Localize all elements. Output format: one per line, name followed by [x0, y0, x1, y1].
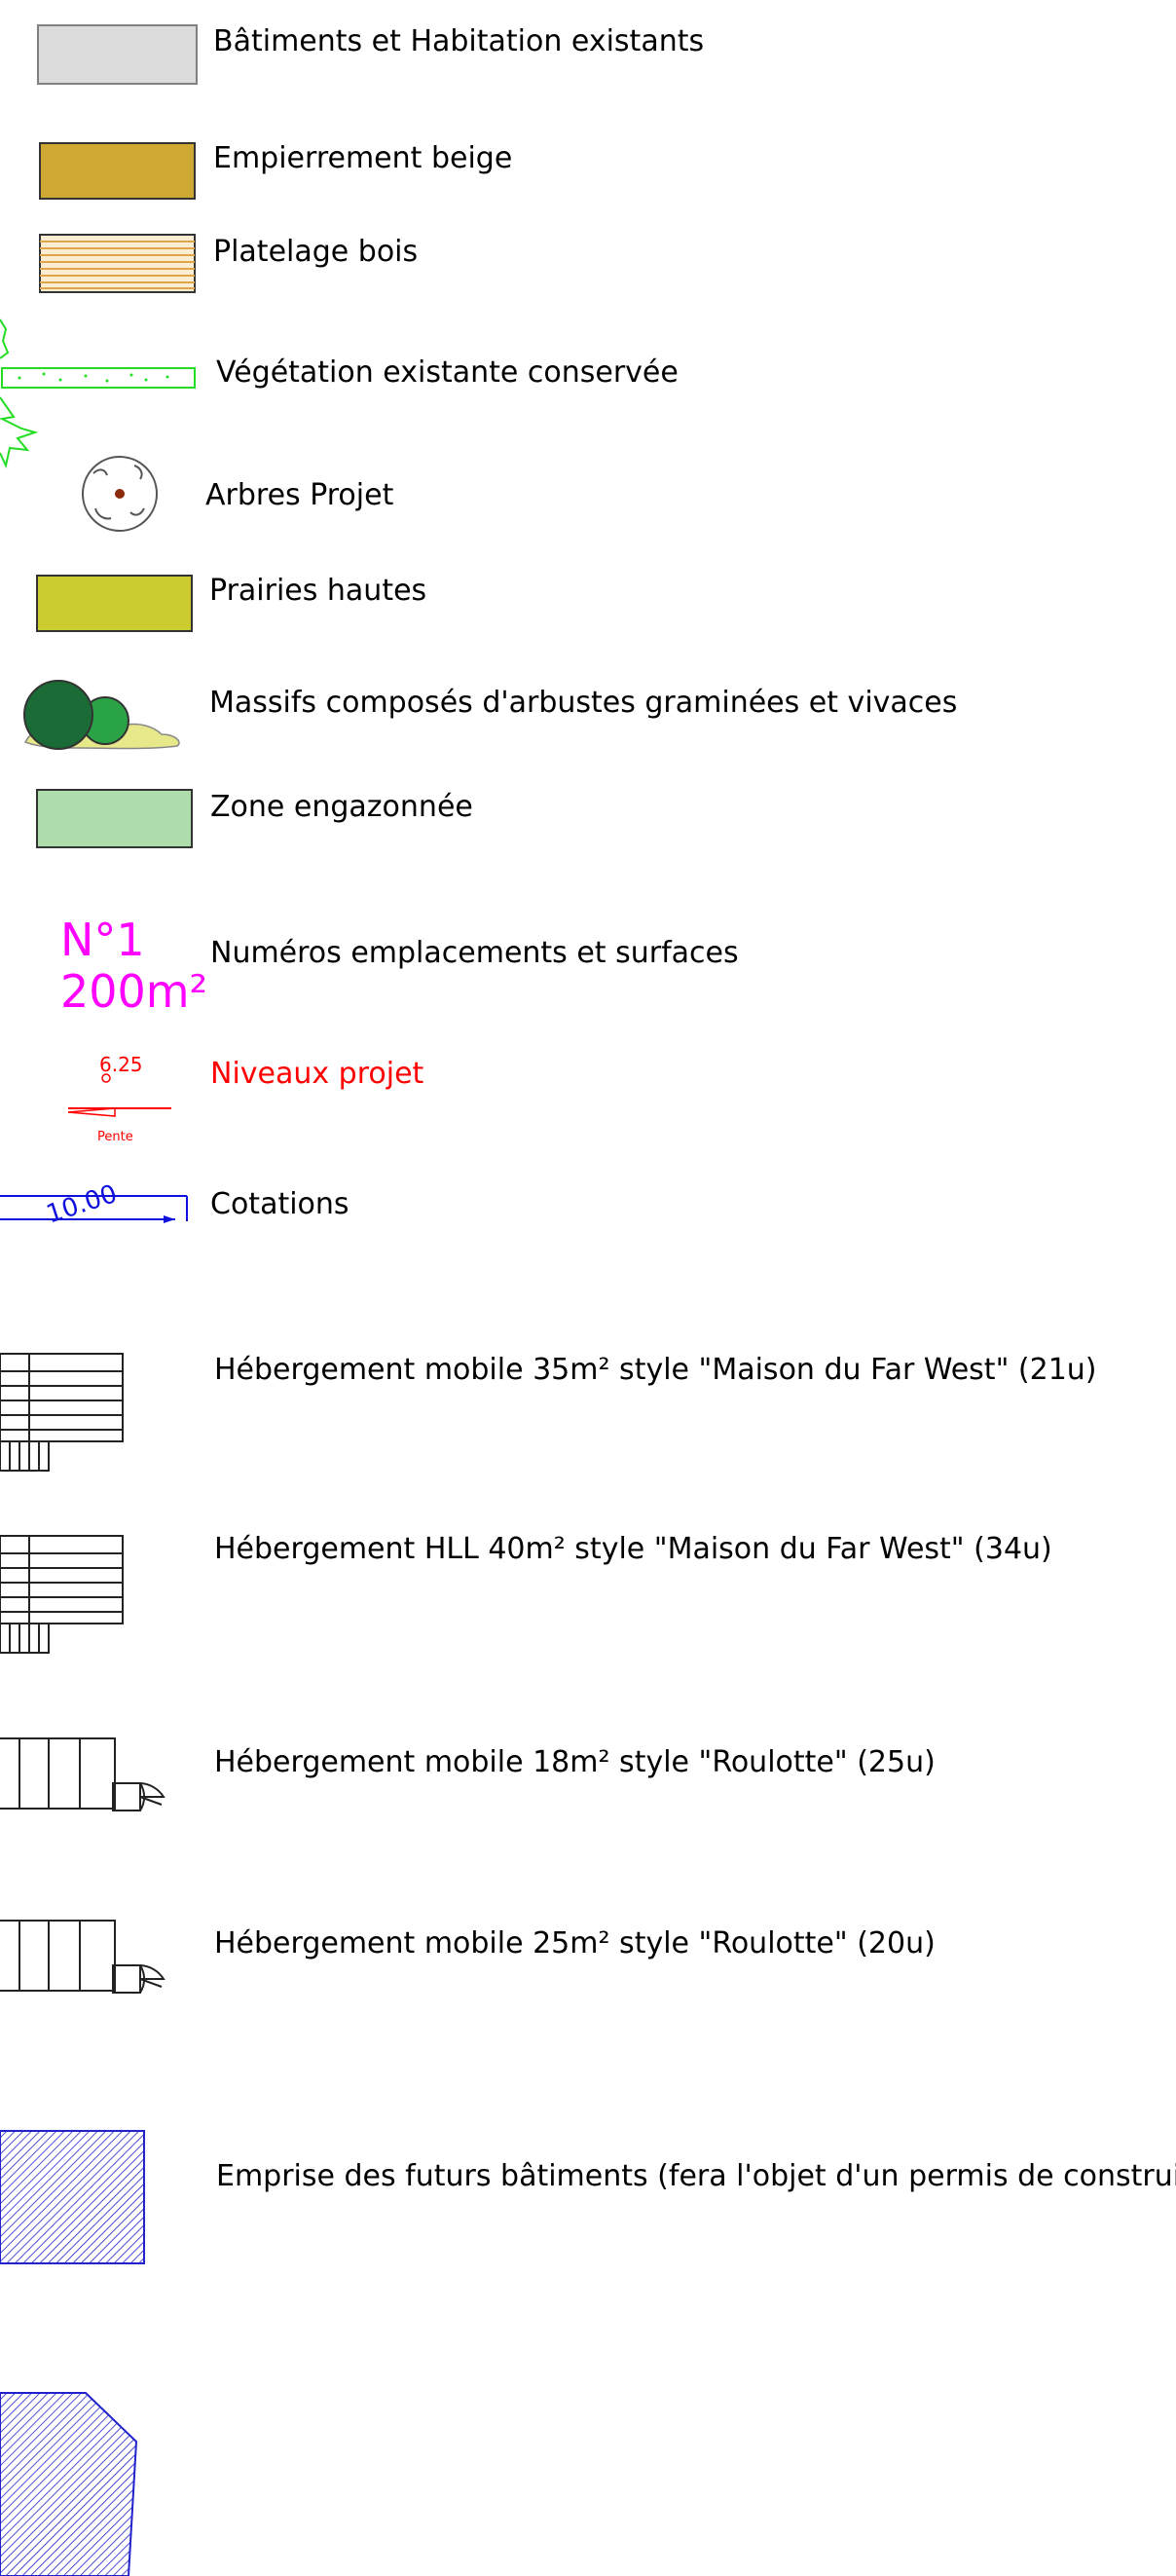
- existing-buildings-swatch: [37, 24, 198, 85]
- wood-decking-swatch: [39, 234, 196, 293]
- shrub-mass-symbol: [23, 680, 180, 750]
- far-west-35-plan-icon: [0, 1353, 124, 1472]
- future-building-footprint-shape: [0, 2392, 138, 2576]
- legend-label-project-trees: Arbres Projet: [205, 478, 394, 512]
- slope-label: Pente: [97, 1130, 133, 1144]
- legend-label-wood-decking: Platelage bois: [213, 235, 419, 269]
- legend-label-high-meadow: Prairies hautes: [209, 574, 427, 608]
- legend-label-roulotte-25: Hébergement mobile 25m² style "Roulotte"…: [214, 1926, 936, 1960]
- legend-label-dimensions: Cotations: [210, 1187, 349, 1221]
- project-level-symbol: [67, 1073, 171, 1117]
- legend-label-existing-vegetation: Végétation existante conservée: [216, 355, 679, 390]
- roulotte-18-plan-icon: [0, 1737, 165, 1811]
- high-meadow-swatch: [36, 575, 193, 632]
- far-west-hll-40-plan-icon: [0, 1535, 124, 1654]
- legend-label-lawn: Zone engazonnée: [210, 790, 473, 824]
- legend-label-future-buildings: Emprise des futurs bâtiments (fera l'obj…: [216, 2159, 1176, 2193]
- beige-stone-swatch: [39, 142, 196, 200]
- existing-vegetation-symbol: [0, 318, 196, 469]
- legend-label-shrub-mass: Massifs composés d'arbustes graminées et…: [209, 686, 958, 720]
- lawn-swatch: [36, 789, 193, 848]
- project-tree-icon: [82, 456, 158, 532]
- legend-label-project-levels: Niveaux projet: [210, 1057, 424, 1091]
- plot-number-sample: N°1: [60, 914, 145, 966]
- plot-surface-sample: 200m²: [60, 965, 208, 1018]
- project-level-value: 6.25: [99, 1053, 143, 1076]
- legend-label-far-west-35: Hébergement mobile 35m² style "Maison du…: [214, 1353, 1097, 1387]
- legend-label-beige-stone: Empierrement beige: [213, 141, 513, 175]
- legend-label-roulotte-18: Hébergement mobile 18m² style "Roulotte"…: [214, 1745, 936, 1779]
- dimension-line-symbol: [0, 1195, 188, 1223]
- legend-label-hll-40: Hébergement HLL 40m² style "Maison du Fa…: [214, 1532, 1052, 1566]
- legend-label-existing-buildings: Bâtiments et Habitation existants: [213, 24, 705, 58]
- legend-label-plot-numbers: Numéros emplacements et surfaces: [210, 936, 739, 970]
- roulotte-25-plan-icon: [0, 1920, 165, 1994]
- future-building-footprint-swatch: [0, 2130, 145, 2264]
